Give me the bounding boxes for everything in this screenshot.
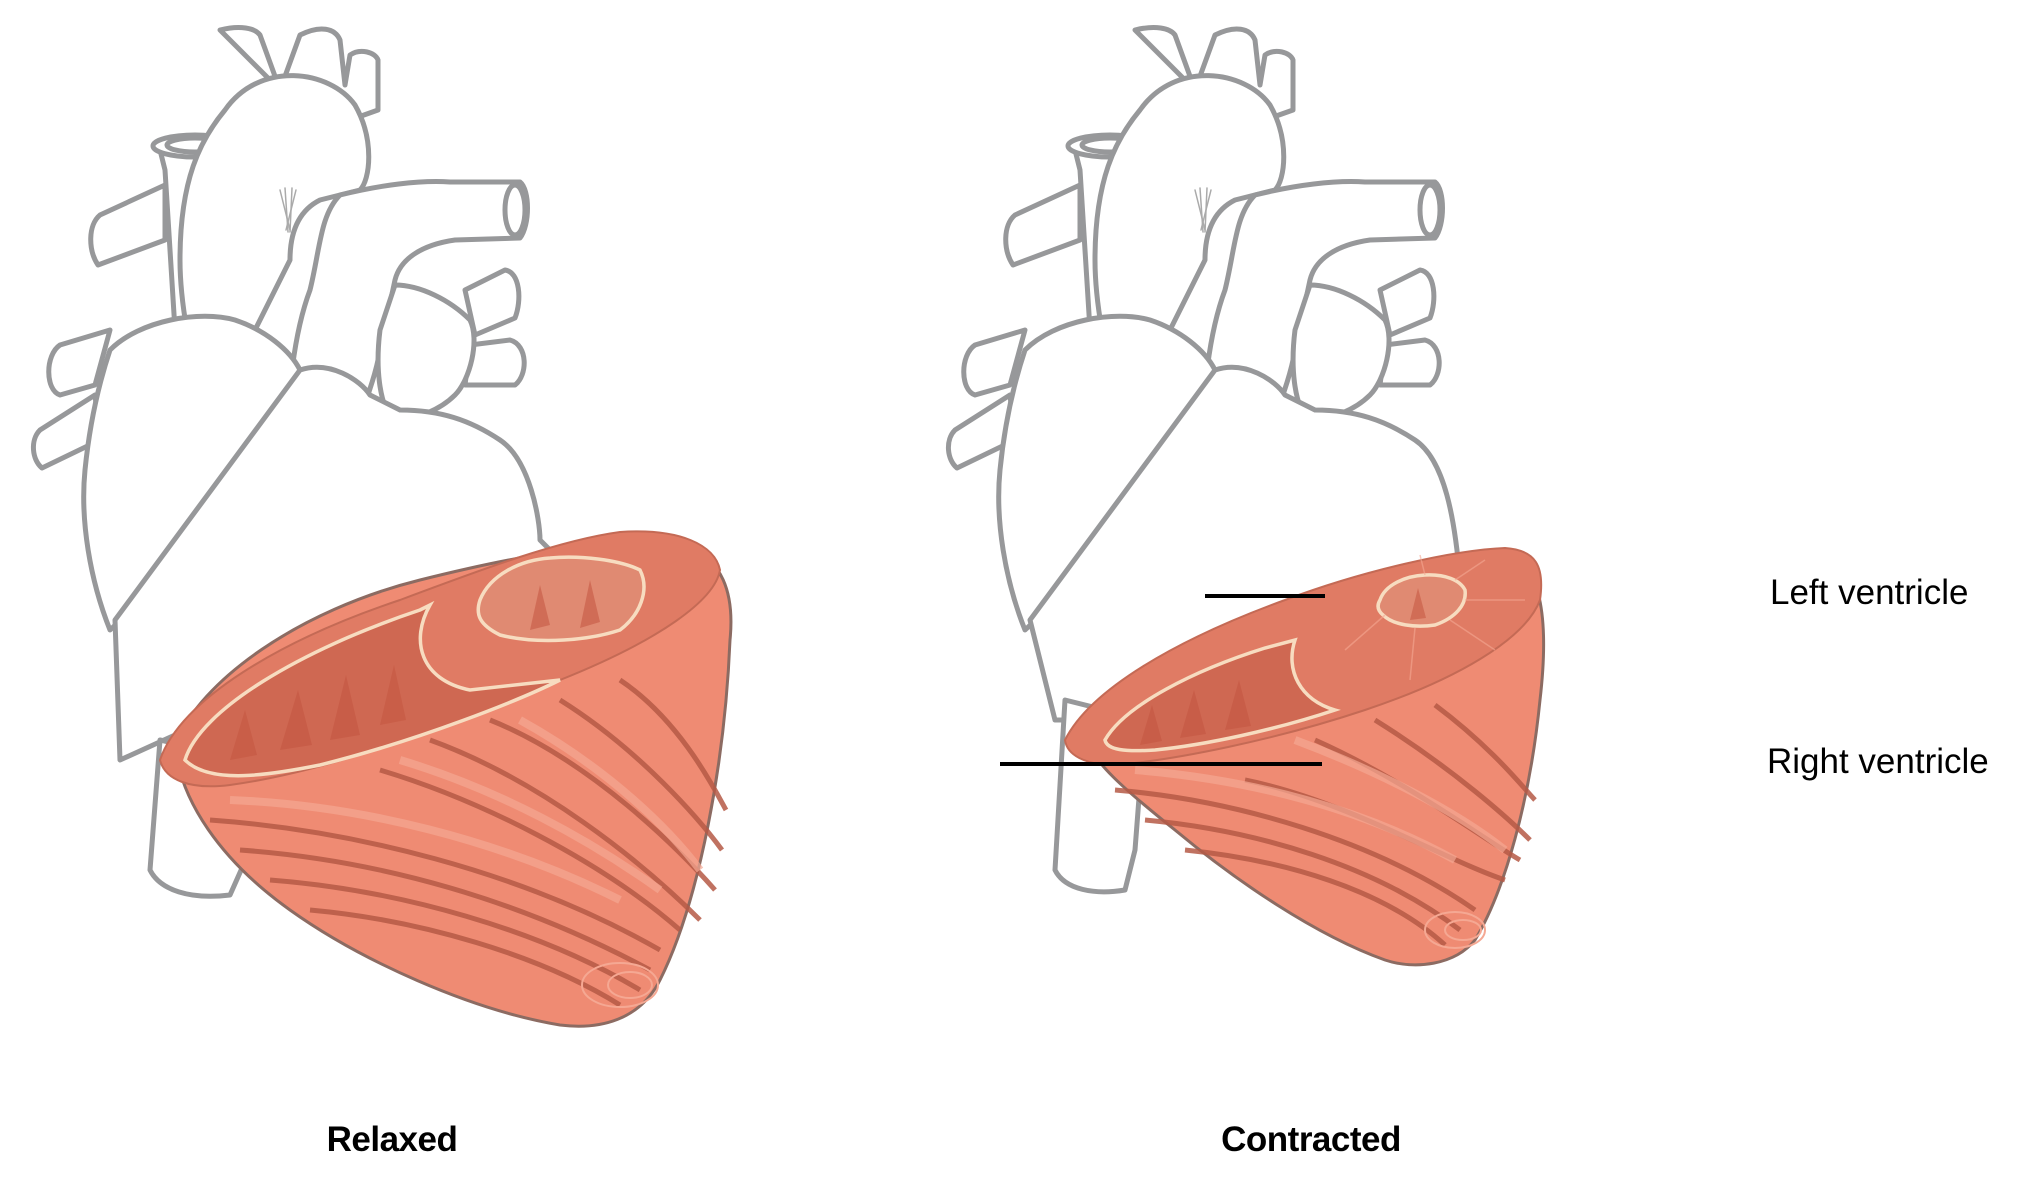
relaxed-heart-illustration [31, 25, 733, 1028]
contracted-heart-panel: Contracted [915, 0, 1915, 1181]
contracted-heart-illustration [946, 25, 1546, 967]
left-ventricle-label: Left ventricle [1770, 573, 1969, 612]
contracted-caption: Contracted [1221, 1120, 1401, 1159]
relaxed-heart-panel: Relaxed [0, 0, 1000, 1181]
right-ventricle-label: Right ventricle [1767, 742, 1989, 781]
right-ventricle-leader-line [1000, 762, 1322, 766]
left-ventricle-leader-line [1205, 594, 1325, 598]
relaxed-caption: Relaxed [326, 1120, 458, 1159]
